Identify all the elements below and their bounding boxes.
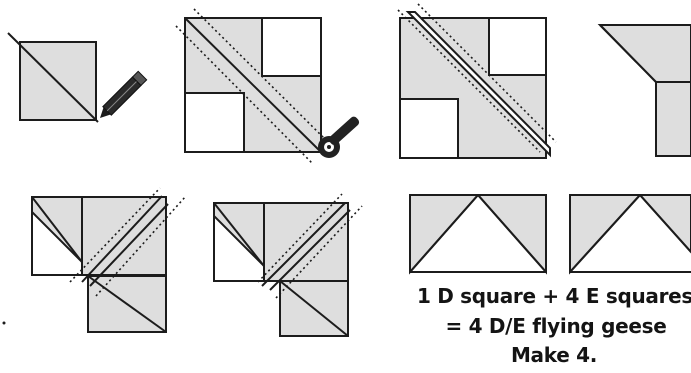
sewing-line-lower	[175, 25, 313, 164]
pencil-icon	[100, 70, 148, 118]
caption-line-3: Make 4.	[510, 343, 598, 367]
step-5-add-e-square	[31, 187, 187, 333]
cut-line	[184, 17, 322, 153]
e-square-top-right	[261, 17, 322, 77]
rotary-cutter-icon	[318, 116, 360, 158]
step-4-pressed-unit	[597, 24, 691, 157]
e-square	[19, 41, 97, 121]
flying-geese-unit-1	[409, 194, 547, 275]
flying-geese-unit-2	[569, 194, 691, 275]
stray-mark	[2, 321, 6, 325]
step-1-mark-diagonal	[7, 32, 148, 123]
sewing-line-upper	[193, 8, 331, 145]
e-square-bottom-left	[184, 92, 245, 153]
e-square-top-right	[488, 17, 547, 76]
step-3-cut-pieces	[397, 3, 557, 159]
caption-line-1: 1 D square + 4 E squares	[416, 284, 691, 308]
e-square-bottom-left	[399, 98, 459, 159]
step-6-add-e-square	[213, 193, 363, 337]
step-2-cut-between-lines	[175, 8, 360, 164]
diagonal-line	[7, 32, 99, 123]
caption-line-2: = 4 D/E flying geese	[445, 314, 667, 338]
